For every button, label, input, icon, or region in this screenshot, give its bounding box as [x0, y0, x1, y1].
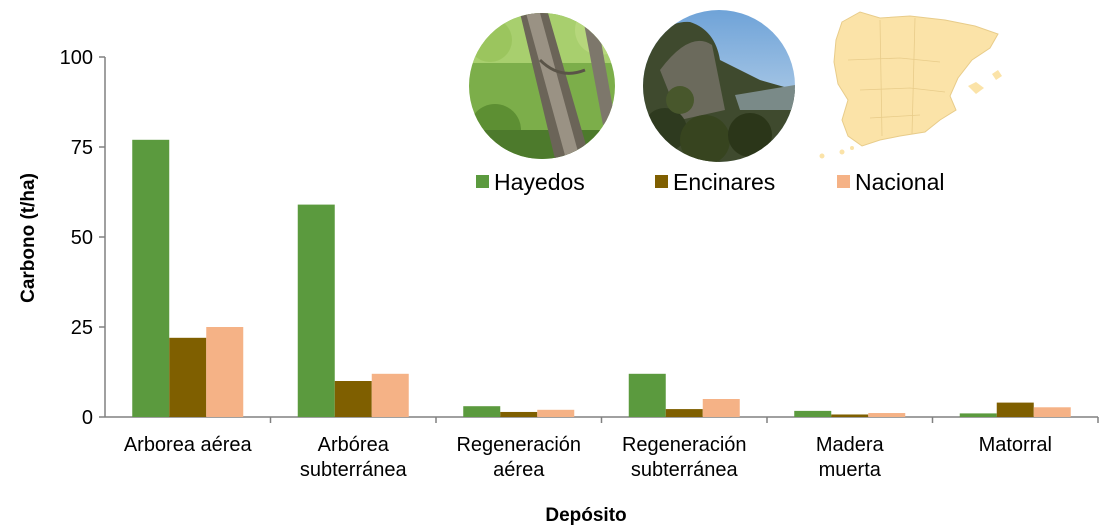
bar-nacional — [702, 399, 740, 417]
beech-forest-photo — [469, 13, 615, 159]
bar-nacional — [206, 327, 244, 417]
bar-encinares — [169, 337, 207, 417]
y-axis-title: Carbono (t/ha) — [18, 173, 39, 303]
x-axis-title: Depósito — [545, 505, 626, 526]
bar-nacional — [1033, 407, 1071, 417]
holm-oak-forest-photo — [643, 10, 795, 162]
y-tick-label: 25 — [71, 317, 93, 339]
bar-hayedos — [463, 406, 501, 417]
y-tick-label: 75 — [71, 137, 93, 159]
legend-label-encinares: Encinares — [673, 169, 775, 195]
bar-hayedos — [628, 373, 666, 417]
bar-hayedos — [132, 139, 170, 418]
bar-encinares — [500, 411, 538, 417]
y-tick-label: 100 — [60, 47, 93, 69]
bar-encinares — [665, 409, 703, 417]
category-label: Matorral — [979, 434, 1052, 456]
legend-swatch-encinares — [655, 175, 668, 188]
legend-label-nacional: Nacional — [855, 169, 945, 195]
category-label: Arborea aérea — [124, 434, 253, 456]
y-tick-label: 0 — [82, 407, 93, 429]
legend-swatch-nacional — [837, 175, 850, 188]
y-tick-label: 50 — [71, 227, 93, 249]
bar-encinares — [831, 414, 869, 417]
bar-hayedos — [794, 410, 832, 417]
bar-encinares — [996, 402, 1034, 417]
legend-label-hayedos: Hayedos — [494, 169, 585, 195]
legend-swatch-hayedos — [476, 175, 489, 188]
bar-encinares — [334, 381, 372, 417]
bar-hayedos — [297, 204, 335, 417]
bar-hayedos — [959, 413, 997, 417]
bar-nacional — [537, 409, 575, 417]
bar-nacional — [868, 413, 906, 417]
bar-nacional — [371, 373, 409, 417]
spain-map — [819, 11, 1002, 159]
